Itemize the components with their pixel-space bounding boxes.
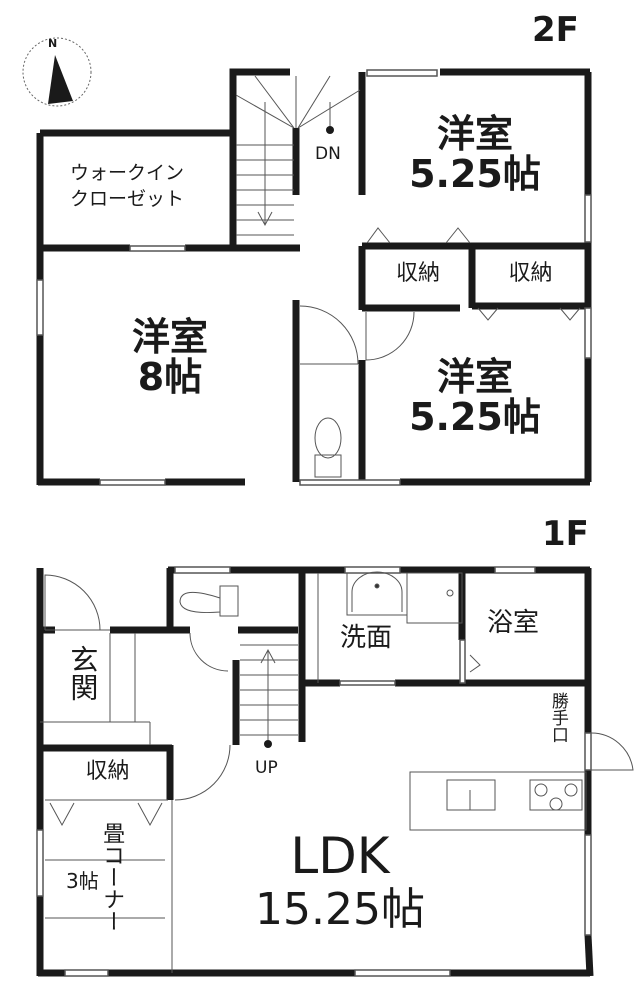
stairs-down-label: DN [315,144,341,164]
compass-north-label: N [48,37,58,50]
floor-label-1f: 1F [542,514,589,554]
room-washroom: 洗面 [340,623,393,653]
room-entrance: 玄関 [66,645,100,701]
room-western-525-south: 洋室 5.25帖 [409,355,541,439]
room-western-8: 洋室 8帖 [131,315,208,399]
room-walkin-closet: ウォークイン クローゼット [70,162,185,210]
room-backdoor: 勝手口 [547,692,568,743]
floor-label-2f: 2F [532,10,579,50]
room-storage-2f-1: 収納 [395,261,440,286]
stairs-2f [235,75,361,236]
walls-2f [36,68,592,486]
stairs-up-label: UP [255,758,278,778]
room-tatami-size: 3帖 [66,869,99,893]
room-storage-1f: 収納 [85,759,130,784]
room-bath: 浴室 [487,608,540,638]
room-tatami-corner: 畳コーナー [99,822,125,932]
room-ldk: LDK 15.25帖 [255,827,425,935]
room-western-525-north: 洋室 5.25帖 [409,112,541,196]
room-storage-2f-2: 収納 [508,261,553,286]
compass-icon [22,37,92,107]
